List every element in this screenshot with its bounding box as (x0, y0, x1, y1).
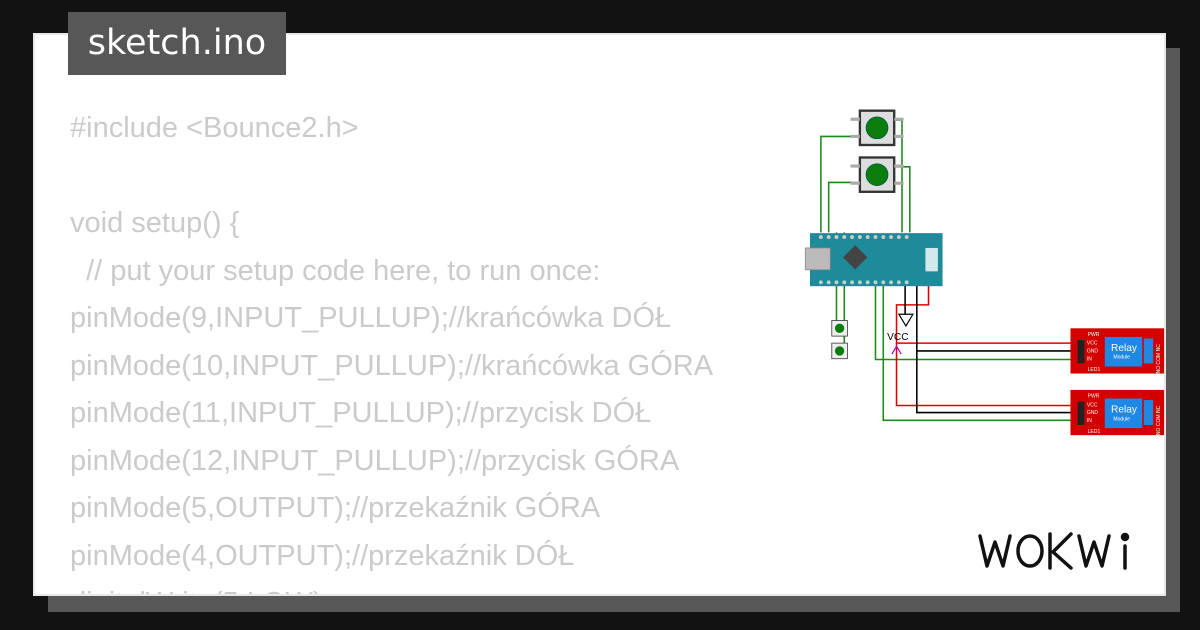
black-wires (904, 285, 1074, 414)
relay-module-2[interactable]: VCC GND IN PWR LED1 Relay Module NO COM … (1070, 389, 1165, 436)
relay-pwr-label: PWR (1088, 394, 1100, 400)
relay-terminals-label: NO COM NC (1156, 344, 1162, 374)
relay-pin-label: IN (1087, 356, 1092, 362)
code-line: pinMode(5,OUTPUT);//przekaźnik GÓRA (70, 492, 601, 524)
wokwi-logo (978, 532, 1130, 570)
relay-led-label: LED1 (1088, 429, 1101, 435)
limit-switch-2[interactable] (831, 342, 848, 360)
vcc-label: VCC (887, 332, 908, 343)
code-line: pinMode(11,INPUT_PULLUP);//przycisk DÓŁ (70, 397, 652, 429)
ground-symbol (897, 313, 914, 328)
code-line: #include <Bounce2.h> (70, 112, 359, 144)
relay-terminals-label: NO COM NC (1156, 405, 1162, 435)
vcc-symbol (891, 345, 902, 355)
file-tab-title: sketch.ino (68, 12, 286, 75)
code-line: pinMode(9,INPUT_PULLUP);//krańcówka DÓŁ (70, 302, 672, 334)
relay-module-1[interactable]: VCC GND IN PWR LED1 Relay Module NO COM … (1070, 328, 1165, 374)
code-line: pinMode(4,OUTPUT);//przekaźnik DÓŁ (70, 539, 575, 572)
limit-switch-1[interactable] (831, 320, 848, 337)
relay-led-label: LED1 (1088, 367, 1101, 373)
relay-pin-label: VCC (1087, 341, 1098, 347)
code-line: // put your setup code here, to run once… (70, 254, 601, 287)
red-wires (895, 285, 1074, 407)
relay-title: Relay (1111, 343, 1138, 354)
relay-subtitle: Module (1113, 355, 1130, 361)
code-line: digitalWrite(5,LOW); (70, 580, 713, 594)
code-preview: #include <Bounce2.h> void setup() { // p… (70, 105, 714, 594)
code-line: void setup() { (70, 207, 240, 239)
relay-pin-label: GND (1087, 410, 1099, 416)
code-line: pinMode(10,INPUT_PULLUP);//krańcówka GÓR… (70, 349, 714, 382)
relay-pin-label: GND (1087, 348, 1099, 354)
arduino-nano[interactable] (804, 233, 943, 287)
relay-subtitle: Module (1113, 416, 1130, 422)
code-line: pinMode(12,INPUT_PULLUP);//przycisk GÓRA (70, 444, 680, 477)
relay-title: Relay (1111, 405, 1138, 416)
relay-pin-label: VCC (1087, 402, 1098, 408)
preview-card: #include <Bounce2.h> void setup() { // p… (33, 33, 1166, 596)
pushbutton-1[interactable] (850, 109, 904, 147)
relay-pwr-label: PWR (1088, 332, 1100, 338)
relay-pin-label: IN (1087, 418, 1092, 424)
pushbutton-2[interactable] (850, 156, 904, 193)
